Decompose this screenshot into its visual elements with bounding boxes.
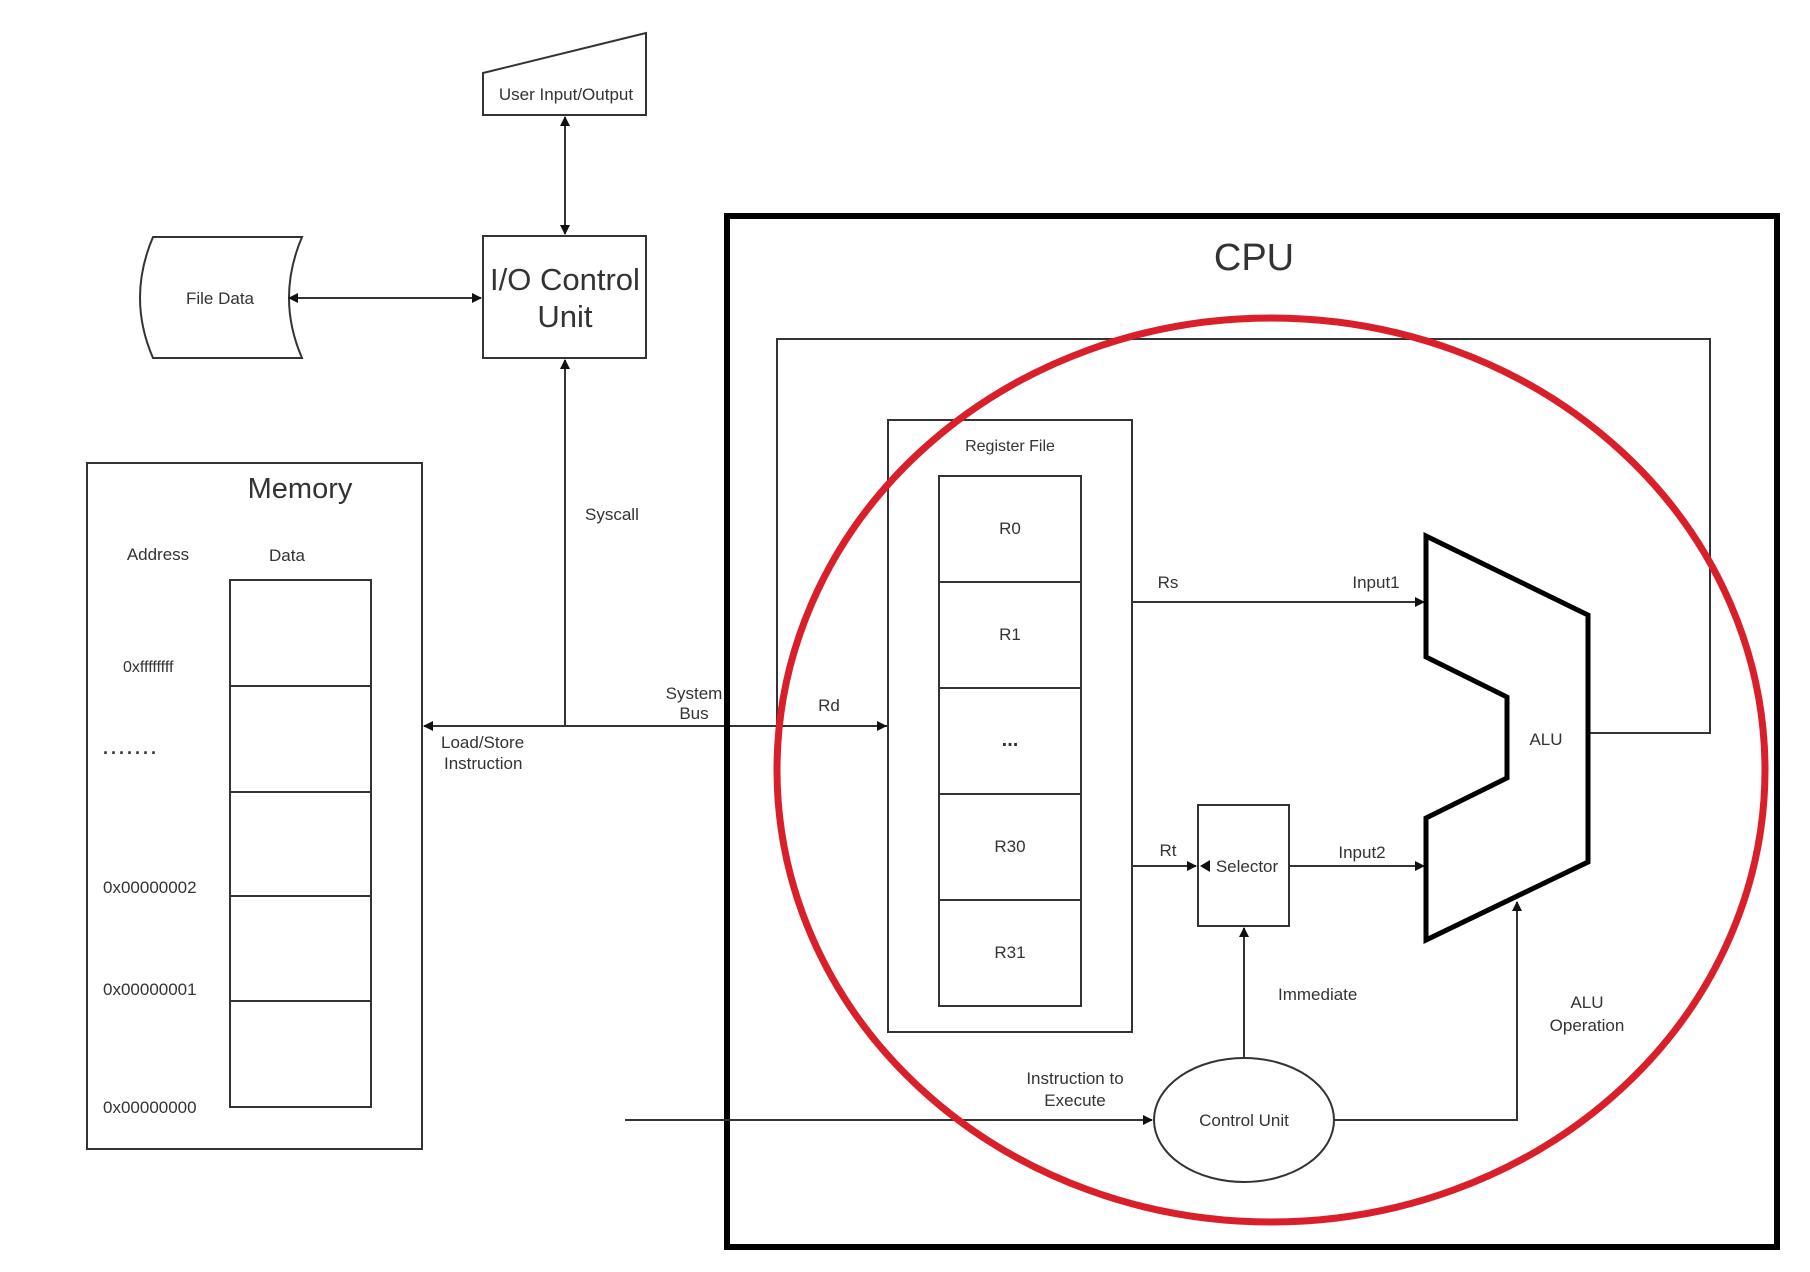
user-io-node: User Input/Output [482,31,647,116]
selector-label: Selector [1216,857,1279,876]
memory-address: 0x00000000 [103,1098,197,1117]
alu-operation-label-1: ALU [1570,993,1603,1012]
control-unit-label: Control Unit [1199,1111,1289,1130]
register-file: Register File R0 R1 ... R30 R31 [887,419,1133,1033]
user-io-label: User Input/Output [499,85,633,104]
highlight-circle [773,314,1769,1226]
instruction-label-1: Instruction to [1026,1069,1123,1088]
file-data-label: File Data [186,289,255,308]
file-data-node: File Data [139,236,304,359]
memory-address: 0x00000002 [103,878,197,897]
load-store-label-2: Instruction [444,754,522,773]
load-store-label-1: Load/Store [441,733,524,752]
io-control-label-1: I/O Control [490,262,640,297]
register-r31: R31 [994,943,1025,962]
memory-title: Memory [248,473,353,505]
immediate-label: Immediate [1278,985,1357,1004]
alu-operation-label-2: Operation [1550,1016,1625,1035]
alu-unit: ALU [1423,531,1591,944]
register-ellipsis: ... [1002,729,1019,751]
io-control-unit: I/O Control Unit [482,235,647,359]
syscall-label: Syscall [585,505,639,524]
register-r0: R0 [999,519,1021,538]
system-bus-label-2: Bus [679,704,708,723]
cpu-title: CPU [1214,237,1294,279]
selector-mux: Selector [1197,804,1290,927]
memory-address: 0x00000001 [103,980,197,999]
memory-block: Memory Address Data 0xffffffff ....... 0… [86,462,423,1150]
alu-operation-arrow [1334,901,1522,1121]
input2-label: Input2 [1338,843,1385,862]
instruction-label-2: Execute [1044,1091,1105,1110]
alu-label: ALU [1529,730,1562,749]
register-r30: R30 [994,837,1025,856]
memory-address: ....... [103,738,159,758]
rd-label: Rd [818,696,840,715]
rt-label: Rt [1160,841,1177,860]
input1-label: Input1 [1352,573,1399,592]
data-header: Data [269,546,305,565]
control-unit: Control Unit [1153,1057,1335,1183]
cpu-boundary [724,213,1780,1250]
register-r1: R1 [999,625,1021,644]
memory-address: 0xffffffff [123,659,174,676]
memory-data-column [229,579,372,1108]
register-file-title: Register File [965,438,1055,455]
system-bus-label-1: System [666,684,723,703]
io-control-label-2: Unit [537,299,593,334]
alu-writeback-path [776,338,1711,734]
address-header: Address [127,545,189,564]
rs-label: Rs [1158,573,1179,592]
